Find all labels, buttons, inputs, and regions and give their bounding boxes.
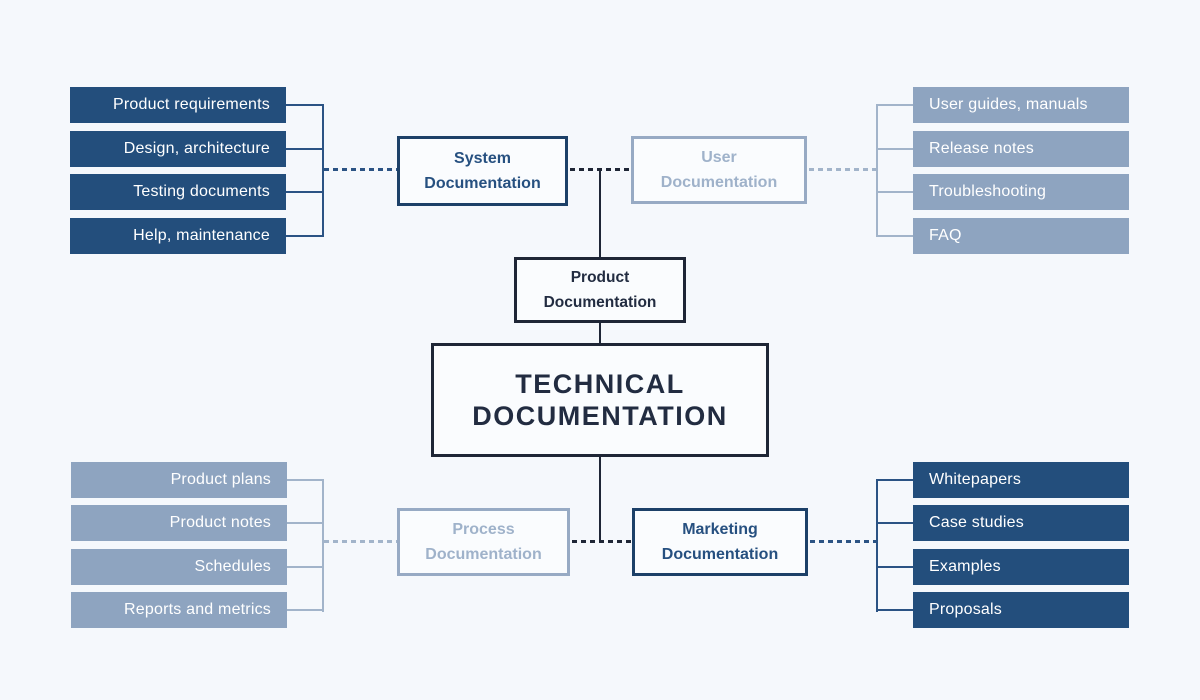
list-item: Design, architecture: [70, 131, 286, 167]
node-process-documentation: Process Documentation: [397, 508, 570, 576]
spine-line: [599, 170, 601, 257]
connector-line: [286, 191, 322, 193]
connector-line: [876, 609, 913, 611]
dashed-connector: [324, 168, 397, 171]
list-item: Product plans: [71, 462, 287, 498]
dashed-connector: [324, 540, 397, 543]
list-item: Product requirements: [70, 87, 286, 123]
list-item: Proposals: [913, 592, 1129, 628]
dashed-connector: [810, 540, 876, 543]
connector-line: [287, 609, 322, 611]
node-system-documentation: System Documentation: [397, 136, 568, 206]
bracket-line: [322, 104, 324, 237]
connector-line: [286, 104, 322, 106]
connector-line: [876, 104, 913, 106]
node-product-documentation: Product Documentation: [514, 257, 686, 323]
list-item: Product notes: [71, 505, 287, 541]
list-item: Schedules: [71, 549, 287, 585]
connector-line: [286, 235, 322, 237]
connector-line: [876, 235, 913, 237]
list-item: Case studies: [913, 505, 1129, 541]
spine-line: [599, 457, 601, 543]
list-item: User guides, manuals: [913, 87, 1129, 123]
bracket-line: [322, 479, 324, 612]
list-item: Testing documents: [70, 174, 286, 210]
dashed-connector: [570, 168, 631, 171]
list-item: Help, maintenance: [70, 218, 286, 254]
dashed-connector: [572, 540, 632, 543]
connector-line: [876, 479, 913, 481]
bracket-line: [876, 479, 878, 612]
dashed-connector: [809, 168, 876, 171]
connector-line: [876, 566, 913, 568]
connector-line: [287, 479, 322, 481]
list-item: Whitepapers: [913, 462, 1129, 498]
bracket-line: [876, 104, 878, 237]
connector-line: [286, 148, 322, 150]
list-item: Troubleshooting: [913, 174, 1129, 210]
spine-line: [599, 323, 601, 343]
connector-line: [876, 191, 913, 193]
node-user-documentation: User Documentation: [631, 136, 807, 204]
connector-line: [287, 522, 322, 524]
connector-line: [876, 148, 913, 150]
connector-line: [876, 522, 913, 524]
list-item: Examples: [913, 549, 1129, 585]
list-item: Reports and metrics: [71, 592, 287, 628]
node-marketing-documentation: Marketing Documentation: [632, 508, 808, 576]
connector-line: [287, 566, 322, 568]
list-item: Release notes: [913, 131, 1129, 167]
node-technical-documentation: TECHNICAL DOCUMENTATION: [431, 343, 769, 457]
list-item: FAQ: [913, 218, 1129, 254]
